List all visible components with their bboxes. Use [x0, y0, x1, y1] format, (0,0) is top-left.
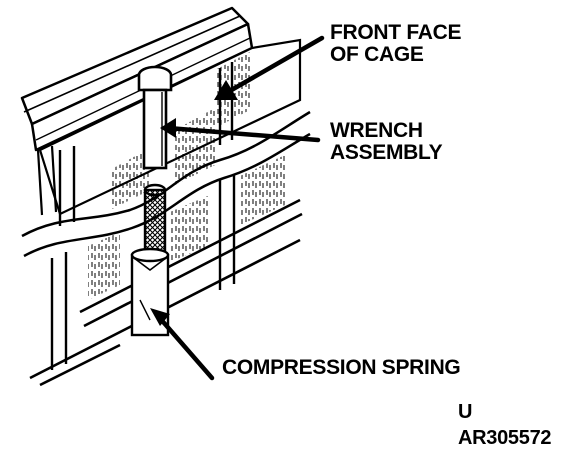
wrench-rod	[137, 65, 173, 170]
vertical-posts	[50, 62, 236, 370]
figure-code-line1: U	[458, 401, 473, 423]
figure-code-line2: AR305572	[458, 427, 552, 449]
leader-lines	[155, 35, 325, 381]
figure-code: U AR305572	[458, 399, 552, 451]
middle-rail	[21, 110, 311, 258]
wrench-assembly-label: WRENCH ASSEMBLY	[330, 119, 443, 164]
compression-spring-label: COMPRESSION SPRING	[222, 356, 461, 379]
front-face-label: FRONT FACE OF CAGE	[330, 22, 461, 66]
wrench-label-line2: ASSEMBLY	[330, 141, 443, 164]
front-face-label-line2: OF CAGE	[330, 43, 424, 66]
leader-arrowheads	[150, 80, 238, 326]
front-face-label-line1: FRONT FACE	[330, 21, 462, 44]
wrench-label-line1: WRENCH	[330, 119, 423, 142]
lower-mesh-panel	[88, 155, 285, 300]
